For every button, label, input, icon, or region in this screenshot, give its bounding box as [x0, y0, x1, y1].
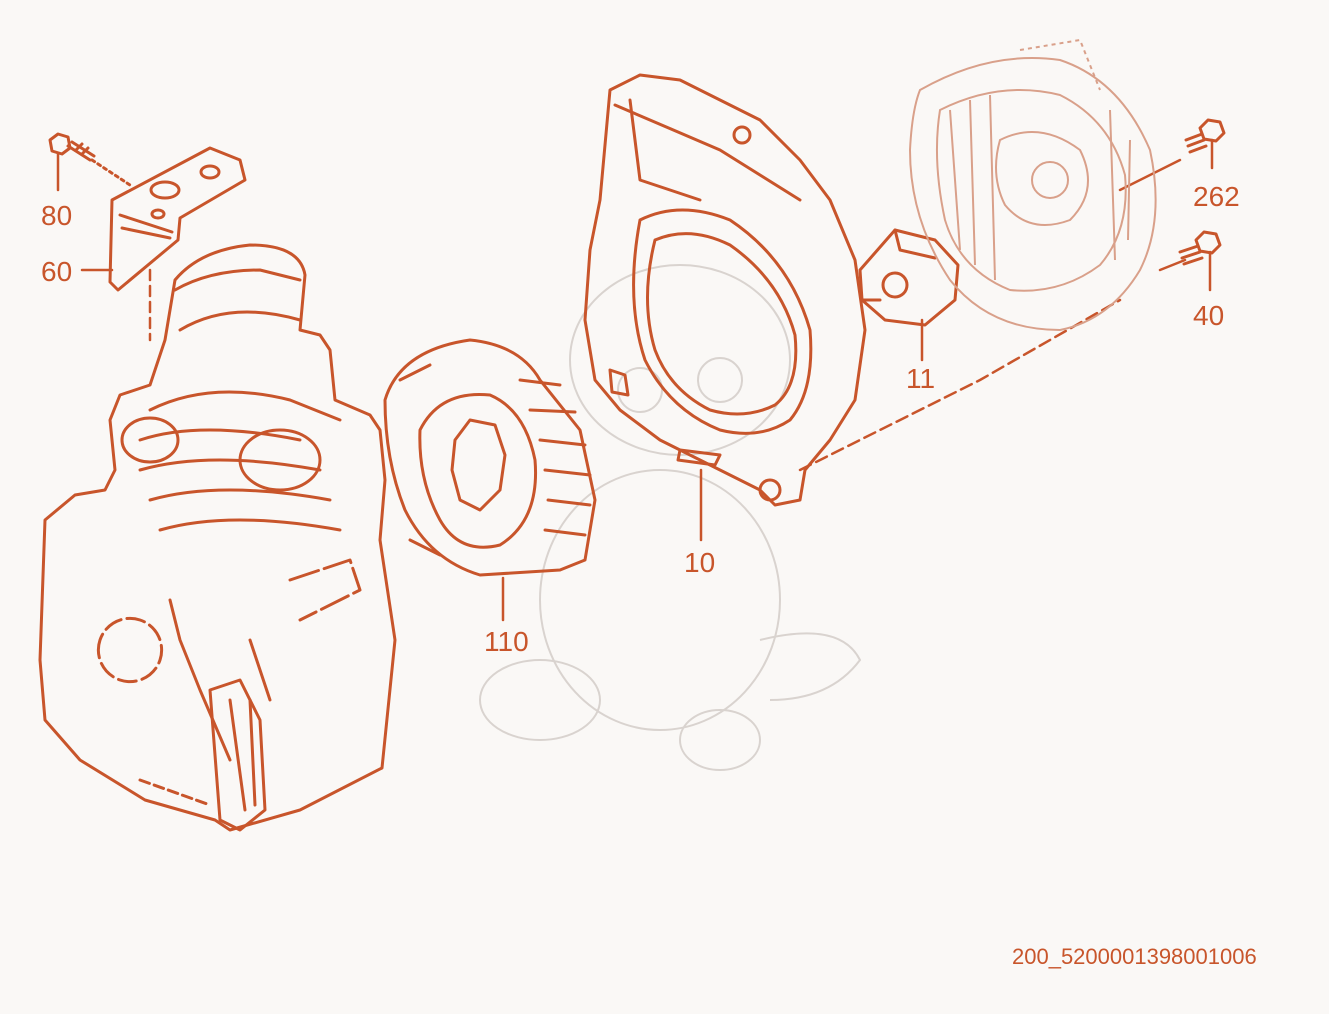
label-60: 60: [41, 256, 72, 287]
label-40: 40: [1193, 300, 1224, 331]
watermark-dragon: [479, 264, 862, 771]
part-262-screw: [1184, 118, 1226, 154]
part-40-screw: [1178, 230, 1222, 266]
label-110: 110: [484, 626, 529, 657]
engine-cylinder-block: [38, 243, 397, 832]
drawing-code: 200_5200001398001006: [1012, 944, 1257, 969]
part-110-flywheel: [383, 338, 597, 577]
label-10: 10: [684, 547, 715, 578]
label-11: 11: [906, 363, 935, 394]
label-262: 262: [1193, 181, 1240, 212]
leader-lines: [56, 138, 1214, 622]
part-60-bracket: [108, 146, 247, 292]
part-11-coupling: [858, 228, 960, 327]
recoil-starter-housing: [908, 38, 1157, 332]
part-10-fan-housing: [583, 73, 867, 507]
label-80: 80: [41, 200, 72, 231]
part-80-screw: [48, 132, 132, 187]
